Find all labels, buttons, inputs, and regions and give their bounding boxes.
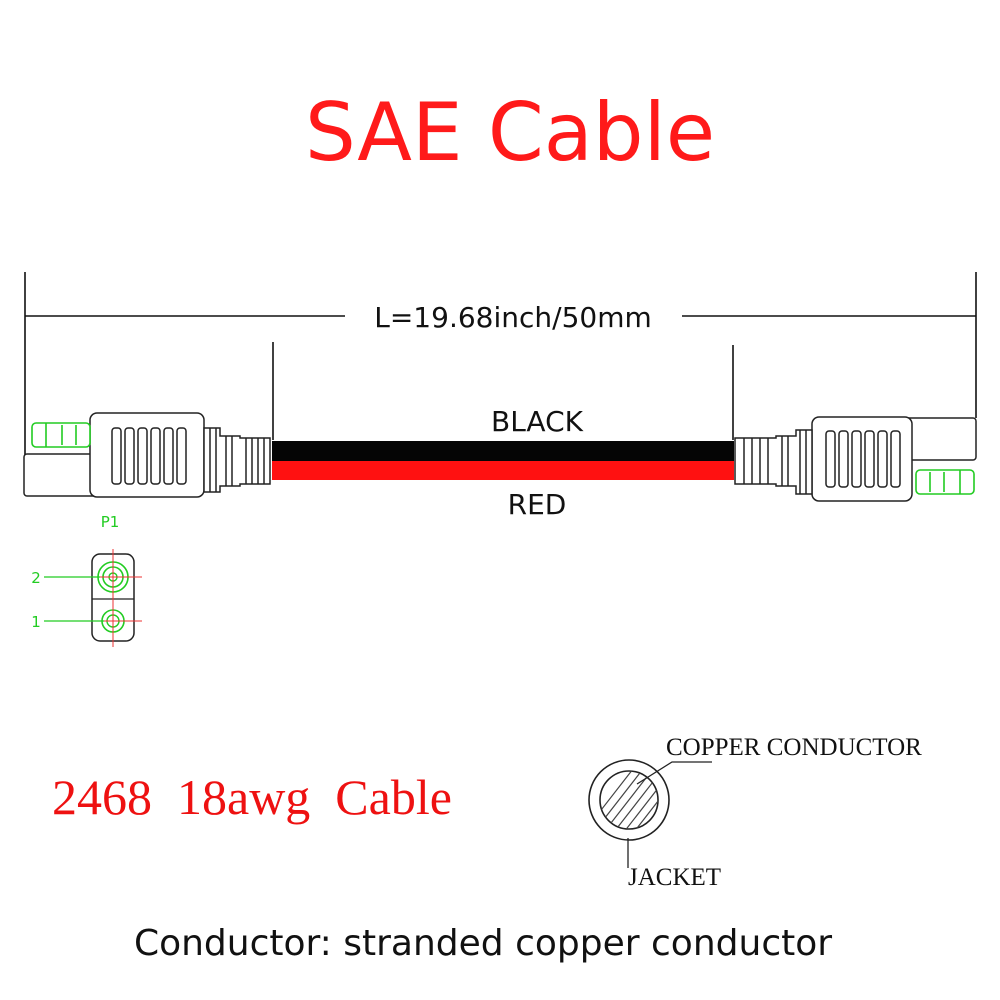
black-wire [272,441,734,461]
cable-cross-section-icon [588,759,670,841]
black-wire-label: BLACK [491,405,584,438]
pin-1-label: 1 [31,613,41,631]
right-sae-connector [734,416,977,502]
pin-diagram-label: P1 [101,513,120,531]
left-sae-connector [23,412,271,498]
length-label: L=19.68inch/50mm [374,301,652,334]
copper-conductor-label: COPPER CONDUCTOR [666,734,922,761]
pin-2-label: 2 [31,569,41,587]
pin-diagram [44,549,142,647]
left-connector-pin [31,422,91,448]
cable-spec: 2468 18awg Cable [52,769,452,825]
length-dimension [24,272,977,470]
pin-leader-lines [44,576,104,622]
red-wire-label: RED [508,488,567,521]
red-wire [272,461,734,480]
cross-section-leaders [627,761,712,868]
footer-description: Conductor: stranded copper conductor [134,923,832,964]
jacket-label: JACKET [628,864,721,891]
right-connector-pin [915,469,975,495]
title: SAE Cable [305,86,715,179]
